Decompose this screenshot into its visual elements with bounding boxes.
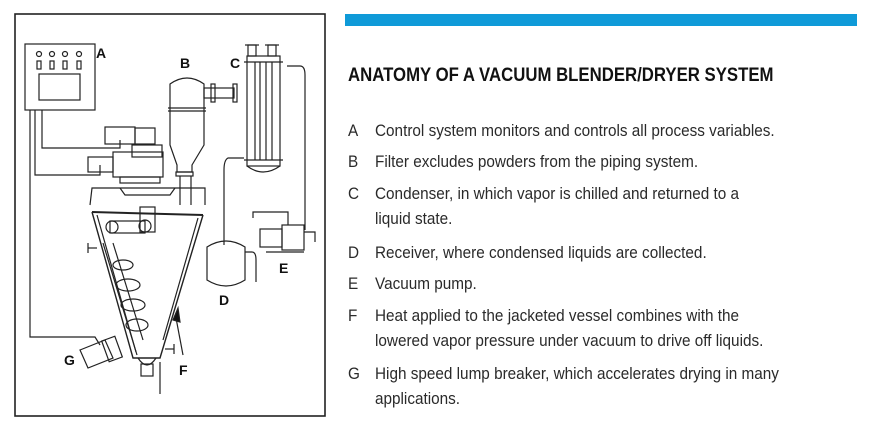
lump-breaker-motor <box>79 335 124 369</box>
label-c: C <box>230 55 240 71</box>
label-f: F <box>179 362 188 378</box>
item-key: G <box>348 364 360 383</box>
item-key: D <box>348 243 360 262</box>
item-key: C <box>348 184 360 203</box>
label-g: G <box>64 352 75 368</box>
vacuum-dryer-diagram: A B C D E F G <box>14 13 326 417</box>
receiver <box>206 240 257 287</box>
legend-item-f: F Heat applied to the jacketed vessel com… <box>348 304 763 353</box>
legend-item-g: G High speed lump breaker, which accelera… <box>348 362 779 411</box>
item-text: Receiver, where condensed liquids are co… <box>375 243 707 262</box>
drive-assembly <box>87 126 206 206</box>
item-text: Filter excludes powders from the piping … <box>375 152 699 171</box>
legend-item-e: E Vacuum pump. <box>348 272 477 297</box>
label-d: D <box>219 292 229 308</box>
item-key: A <box>348 121 359 140</box>
filter-vessel <box>168 77 238 205</box>
condenser <box>223 44 306 245</box>
label-e: E <box>279 260 288 276</box>
item-key: E <box>348 274 359 293</box>
conical-vessel <box>87 206 204 394</box>
heat-jacket-arrow <box>172 305 184 356</box>
label-b: B <box>180 55 190 71</box>
label-a: A <box>96 45 106 61</box>
item-text: Vacuum pump. <box>375 274 477 293</box>
legend-item-b: B Filter excludes powders from the piping… <box>348 150 698 175</box>
legend-item-a: A Control system monitors and controls al… <box>348 119 775 144</box>
vacuum-pump <box>252 211 316 253</box>
accent-bar <box>345 14 857 26</box>
legend-item-d: D Receiver, where condensed liquids are c… <box>348 241 707 266</box>
item-key: F <box>348 306 358 325</box>
item-text: Control system monitors and controls all… <box>375 121 775 140</box>
legend-item-c: C Condenser, in which vapor is chilled an… <box>348 182 739 231</box>
page-title: ANATOMY OF A VACUUM BLENDER/DRYER SYSTEM <box>348 64 774 86</box>
item-text: High speed lump breaker, which accelerat… <box>375 364 779 408</box>
diagram-frame <box>14 13 326 417</box>
control-panel <box>24 43 121 346</box>
item-text: Heat applied to the jacketed vessel comb… <box>375 306 764 350</box>
item-key: B <box>348 152 359 171</box>
item-text: Condenser, in which vapor is chilled and… <box>375 184 740 228</box>
